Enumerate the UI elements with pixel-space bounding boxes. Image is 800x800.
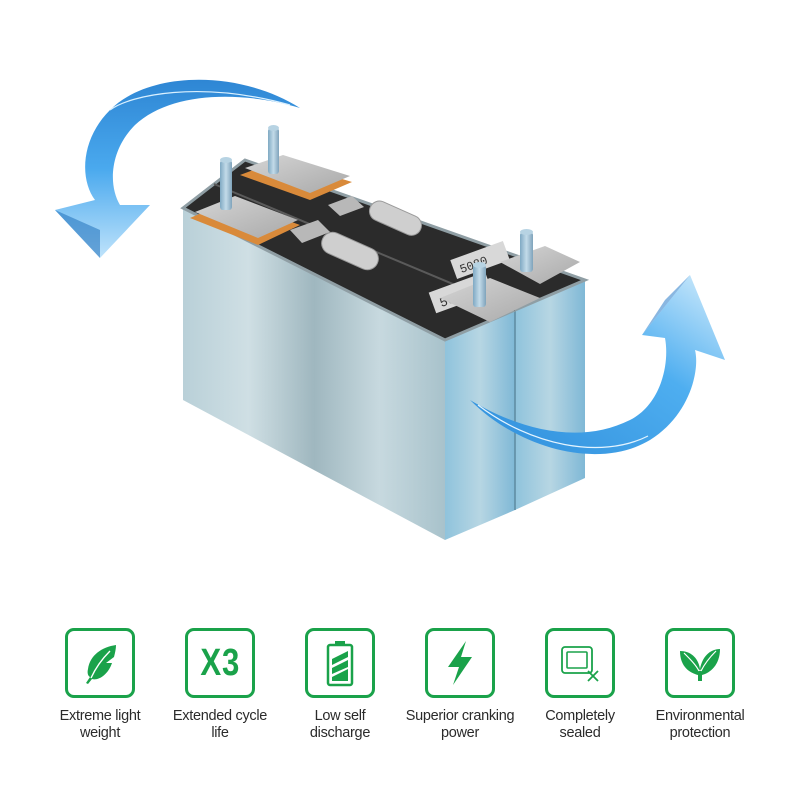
feather-icon <box>86 645 116 684</box>
arrow-top-left <box>55 79 300 258</box>
feature-label: Extended cycle life <box>172 708 268 741</box>
feature-icons-row: Extreme light weight X3 Extended cycle l… <box>40 628 760 768</box>
terminal-right-front <box>440 262 540 322</box>
feature-environmental: Environmental protection <box>640 628 760 768</box>
feature-label: Low self discharge <box>309 708 371 741</box>
battery-icon <box>326 641 354 687</box>
battery-cells-graphic: 5081 5080 <box>55 79 725 540</box>
arrow-bottom-right <box>470 275 725 455</box>
feature-cycle-life: X3 Extended cycle life <box>160 628 280 768</box>
leaf-sprout-icon <box>680 649 720 681</box>
feature-icon-box <box>425 628 495 698</box>
feature-cranking-power: Superior cranking power <box>400 628 520 768</box>
lightning-icon <box>448 641 472 685</box>
terminal-right-back <box>500 229 580 284</box>
feature-icon-box: X3 <box>185 628 255 698</box>
feature-icon-box <box>545 628 615 698</box>
feature-label: Superior cranking power <box>405 708 515 741</box>
sealed-icon <box>561 646 599 682</box>
feature-label: Completely sealed <box>545 708 615 741</box>
product-illustration: 5081 5080 <box>55 79 725 540</box>
feature-icon-box <box>65 628 135 698</box>
feature-label: Environmental protection <box>655 708 745 741</box>
feature-icon-box <box>305 628 375 698</box>
feature-light-weight: Extreme light weight <box>40 628 160 768</box>
terminal-left-front <box>190 157 300 245</box>
feature-sealed: Completely sealed <box>520 628 640 768</box>
x3-icon: X3 <box>200 642 240 684</box>
feature-icon-box <box>665 628 735 698</box>
terminal-left-back <box>240 125 352 200</box>
feature-label: Extreme light weight <box>59 708 141 741</box>
feature-self-discharge: Low self discharge <box>280 628 400 768</box>
